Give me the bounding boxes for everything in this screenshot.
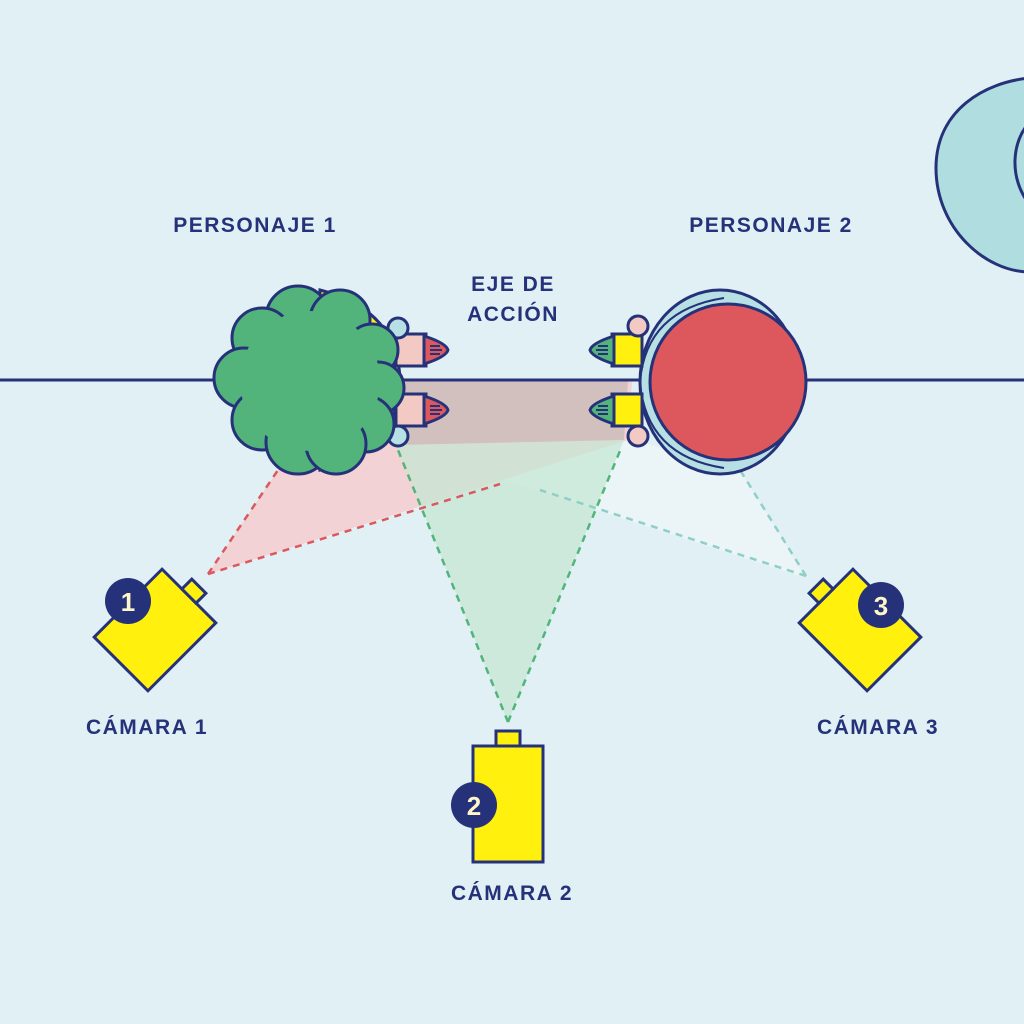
axis-of-action-label: EJE DE ACCIÓN xyxy=(467,270,559,330)
camera-1-body xyxy=(92,567,218,693)
character-1-figure xyxy=(212,284,450,476)
character-1-label: PERSONAJE 1 xyxy=(173,214,337,237)
character-2-head xyxy=(648,302,808,462)
camera-2-label: CÁMARA 2 xyxy=(450,882,574,905)
svg-text:2: 2 xyxy=(467,791,481,821)
camera-1-badge: 1 xyxy=(105,578,151,624)
corner-decoration xyxy=(934,77,1024,274)
axis-of-action-label-line-1: EJE DE xyxy=(471,273,555,296)
character-1-nose-top xyxy=(394,332,450,368)
camera-3-body xyxy=(797,567,923,693)
axis-of-action-label-line-2: ACCIÓN xyxy=(467,303,559,326)
character-2-nose-bottom xyxy=(588,392,644,428)
camera-3-sight-lines xyxy=(539,469,808,578)
camera-1-sight-lines xyxy=(206,469,501,576)
svg-text:1: 1 xyxy=(121,587,135,617)
overlap-region xyxy=(396,380,628,445)
camera-3-label: CÁMARA 3 xyxy=(816,716,940,739)
character-2-nose-top xyxy=(588,332,644,368)
character-2-figure xyxy=(588,288,808,476)
camera-2-field-of-view xyxy=(396,440,624,722)
camera-1-label: CÁMARA 1 xyxy=(85,716,209,739)
camera-2-badge: 2 xyxy=(451,782,497,828)
svg-text:3: 3 xyxy=(874,591,888,621)
character-2-label: PERSONAJE 2 xyxy=(689,214,853,237)
character-1-nose-bottom xyxy=(394,392,450,428)
camera-3-badge: 3 xyxy=(858,582,904,628)
camera-2-sight-lines xyxy=(396,445,624,723)
